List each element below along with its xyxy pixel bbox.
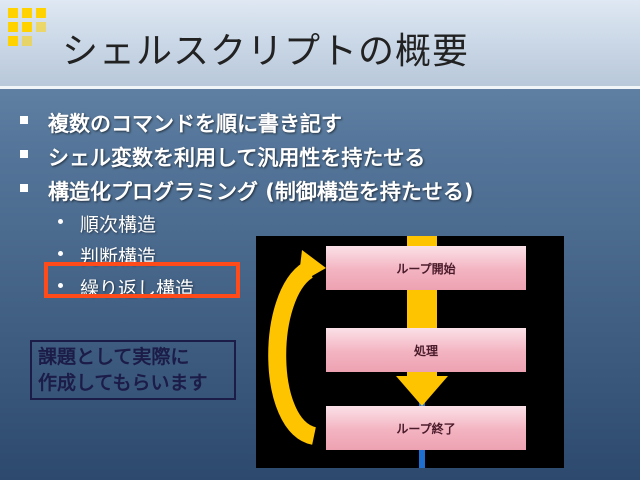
bullet-item: シェル変数を利用して汎用性を持たせる xyxy=(20,142,425,172)
square-bullet-icon xyxy=(20,116,28,124)
dot-bullet-icon xyxy=(58,251,63,256)
title-band: シェルスクリプトの概要 xyxy=(0,0,640,89)
bullet-item: 構造化プログラミング (制御構造を持たせる) xyxy=(20,176,474,206)
logo-squares-icon xyxy=(8,8,52,52)
loop-arrow-head-icon xyxy=(298,250,326,284)
dot-bullet-icon xyxy=(58,219,63,224)
highlight-frame xyxy=(44,262,240,298)
bullet-item: 複数のコマンドを順に書き記す xyxy=(20,108,342,138)
down-arrow-icon xyxy=(396,376,448,406)
sub-bullet-item: 順次構造 xyxy=(58,210,156,237)
slide-title: シェルスクリプトの概要 xyxy=(62,31,470,72)
process-box: 処理 xyxy=(326,328,526,372)
loop-flow-diagram: ループ開始 処理 ループ終了 xyxy=(256,236,564,468)
assignment-note: 課題として実際に 作成してもらいます xyxy=(30,340,236,400)
loop-back-arrow xyxy=(268,262,318,445)
dot-bullet-icon xyxy=(58,283,63,288)
loop-start-box: ループ開始 xyxy=(326,246,526,290)
square-bullet-icon xyxy=(20,184,28,192)
loop-end-box: ループ終了 xyxy=(326,406,526,450)
square-bullet-icon xyxy=(20,150,28,158)
